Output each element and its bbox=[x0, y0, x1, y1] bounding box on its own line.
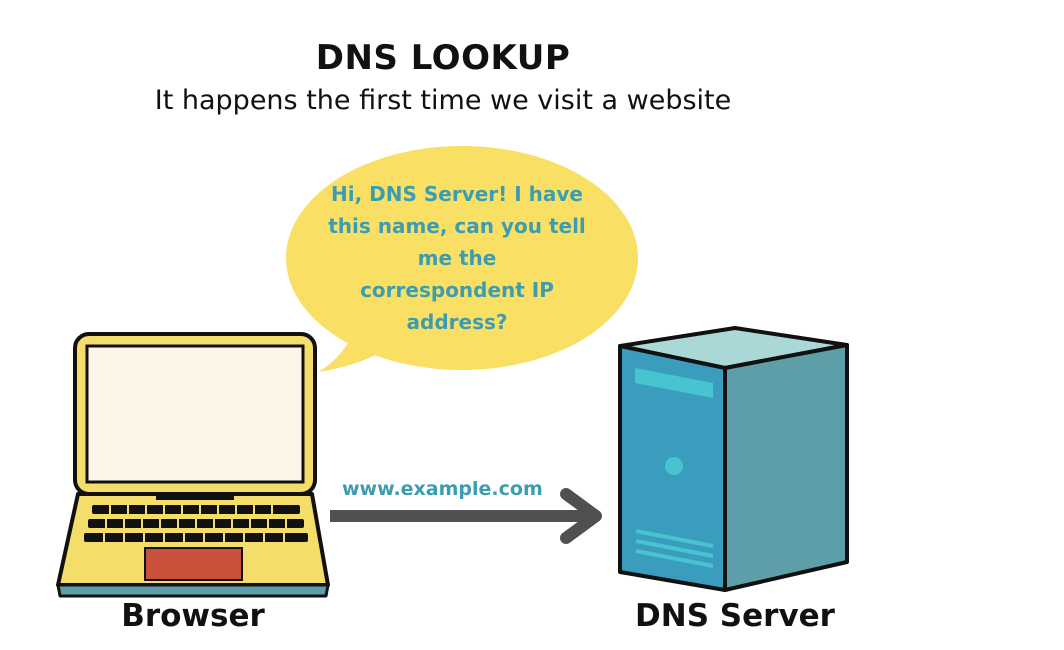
arrow-right-icon bbox=[330, 488, 602, 544]
bubble-line: correspondent IP bbox=[360, 278, 554, 302]
server-tower-icon bbox=[618, 326, 849, 592]
dns-server-caption: DNS Server bbox=[635, 598, 835, 634]
diagram-title: DNS LOOKUP bbox=[315, 38, 571, 78]
browser-caption: Browser bbox=[121, 598, 265, 634]
bubble-line: me the bbox=[417, 246, 497, 270]
diagram-subtitle: It happens the first time we visit a web… bbox=[154, 85, 732, 116]
bubble-line: this name, can you tell bbox=[328, 214, 586, 238]
speech-bubble-icon bbox=[286, 146, 638, 372]
laptop-icon bbox=[56, 332, 330, 598]
speech-bubble-text: Hi, DNS Server! I have this name, can yo… bbox=[312, 178, 602, 338]
bubble-line: Hi, DNS Server! I have bbox=[331, 182, 583, 206]
arrow-label-url: www.example.com bbox=[342, 478, 543, 500]
bubble-line: address? bbox=[406, 310, 508, 334]
server-front-details bbox=[635, 368, 714, 568]
